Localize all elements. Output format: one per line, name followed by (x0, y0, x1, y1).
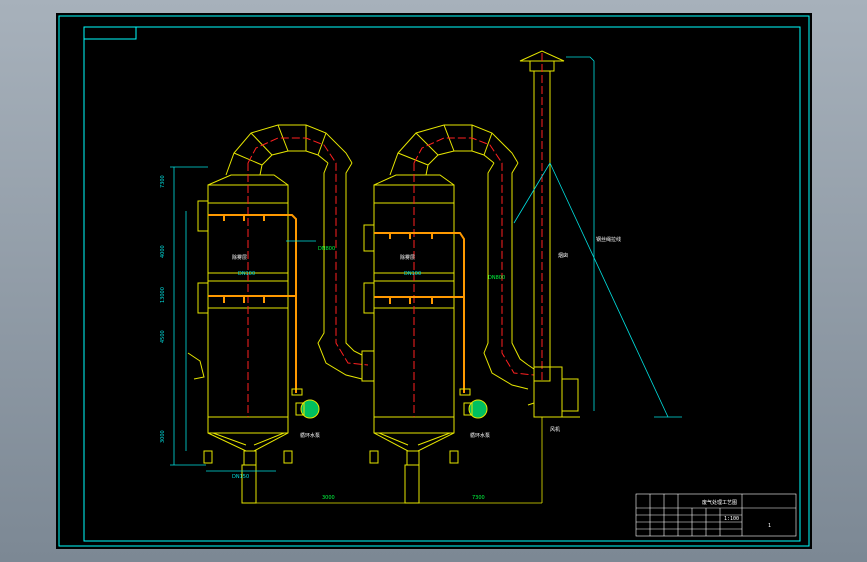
tower-2-spray-pipe (374, 232, 465, 393)
title-block-scale: 1:100 (724, 516, 739, 522)
guy-wire (513, 56, 682, 418)
tower-2-centerline (413, 137, 535, 417)
guy-wire-label: 钢丝绳拉线 (596, 236, 621, 243)
tower-2-duct-label: DN800 (488, 275, 505, 281)
tower-1-section-label: 除雾层 (232, 254, 247, 261)
tower-2-pump (459, 388, 488, 419)
tower-2-section-label: 除雾层 (400, 254, 415, 261)
tower-1-centerline (247, 137, 369, 417)
tower-1-mid-label: DN100 (238, 271, 255, 277)
process-drawing: 除雾层 DN100 DN800 循环水泵 DN150 7300 13000 40… (58, 15, 810, 547)
tower-1-dim-0: 7300 (160, 175, 166, 188)
tower-1-dim-4: 3000 (160, 430, 166, 443)
tower-2-mid-label: DN100 (404, 271, 421, 277)
tower-1 (187, 124, 375, 504)
tower-2-pump-label: 循环水泵 (470, 432, 490, 439)
induced-fan (533, 366, 580, 418)
corner-stamp-frame (84, 27, 137, 40)
tower-1-pump-label: 循环水泵 (300, 432, 320, 439)
tower-1-outlet-label: DN150 (232, 474, 249, 480)
drawing-sheet: 除雾层 DN100 DN800 循环水泵 DN150 7300 13000 40… (56, 13, 812, 549)
title-block-sheet: 1 (768, 523, 771, 529)
title-block-title: 废气处理工艺图 (702, 499, 737, 506)
stack-label: 烟囱 (558, 252, 568, 259)
inner-border (83, 26, 801, 542)
tower-1-pump (291, 388, 320, 419)
tower-1-dim-3: 4500 (160, 330, 166, 343)
tower-1-dim-1: 13000 (160, 287, 166, 303)
tower-1-dimensions (170, 166, 316, 472)
tower-1-duct-label: DN800 (318, 246, 335, 252)
outer-border (58, 15, 810, 547)
title-block (635, 493, 797, 537)
base-dim-0: 3000 (322, 495, 335, 501)
tower-2 (363, 124, 535, 504)
fan-label: 风机 (550, 426, 560, 433)
tower-1-spray-pipe (208, 214, 297, 393)
base-dim-1: 7300 (472, 495, 485, 501)
tower-1-dim-2: 4000 (160, 245, 166, 258)
base-dimension-line (250, 417, 543, 504)
